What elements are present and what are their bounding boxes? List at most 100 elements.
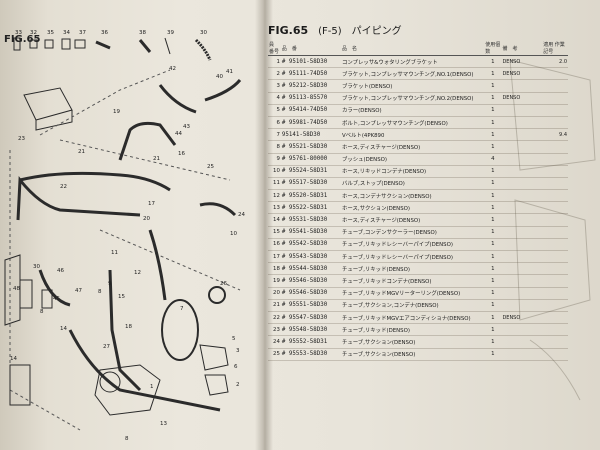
- callout-number: 45: [53, 296, 60, 302]
- row-remark: DENSO: [501, 92, 543, 105]
- row-qty: 1: [484, 238, 502, 252]
- row-part: # 95524-58D31: [280, 165, 341, 178]
- row-part: # 95542-58D30: [280, 238, 341, 252]
- pulley: [208, 286, 226, 304]
- row-rt: [542, 165, 568, 178]
- part-sketch: [95, 40, 111, 50]
- row-name: ホース,ディスチャージ(DENSO): [340, 213, 485, 227]
- row-remark: [501, 226, 543, 239]
- row-qty: 1: [484, 128, 502, 142]
- callout-number: 26: [220, 281, 227, 287]
- v-belt: [161, 299, 199, 361]
- compressor-clutch: [99, 371, 121, 393]
- callout-number: 3: [236, 348, 240, 354]
- callout-number: 41: [226, 69, 233, 75]
- part-sketch: [29, 39, 38, 49]
- row-rt: [542, 153, 568, 166]
- row-remark: [501, 116, 543, 130]
- row-remark: DENSO: [501, 67, 543, 81]
- row-name: チューブ,サクション(DENSO): [340, 348, 485, 361]
- callout-number: 24: [238, 212, 245, 218]
- row-part: # 95552-58D31: [280, 335, 341, 349]
- row-remark: [501, 201, 543, 215]
- row-rt: [542, 250, 568, 264]
- row-name: バルブ,ストップ(DENSO): [340, 177, 485, 191]
- row-no: 16: [268, 238, 281, 252]
- row-qty: 1: [484, 299, 502, 312]
- row-remark: [501, 165, 543, 178]
- row-rt: [542, 92, 568, 105]
- callout-number: 47: [75, 288, 82, 294]
- part-sketch: [13, 37, 21, 51]
- callout-number: 35: [47, 30, 54, 36]
- row-name: チューブ,リキッドMGVエアコンディショナ(DENSO): [340, 311, 485, 325]
- row-rt: [542, 226, 568, 239]
- row-qty: 1: [484, 274, 502, 288]
- row-no: 19: [268, 274, 281, 288]
- row-name: チューブ,リキッド(DENSO): [340, 323, 485, 337]
- part-sketch: [74, 39, 86, 49]
- row-rt: [542, 274, 568, 288]
- row-no: 8: [268, 140, 281, 154]
- callout-number: 8: [125, 436, 129, 442]
- leader-line: [59, 139, 231, 181]
- pipe: [16, 175, 141, 221]
- row-remark: [501, 238, 543, 252]
- col-part: 品 番: [280, 41, 341, 56]
- callout-number: 25: [207, 164, 214, 170]
- part-sketch: [61, 38, 71, 50]
- row-remark: DENSO: [501, 55, 543, 69]
- pipe: [204, 79, 242, 102]
- row-no: 24: [268, 335, 281, 349]
- callout-number: 42: [169, 66, 176, 72]
- row-rt: [542, 323, 568, 337]
- row-remark: [501, 274, 543, 288]
- row-part: # 95761-80000: [280, 153, 341, 166]
- callout-number: 37: [79, 30, 86, 36]
- row-no: 20: [268, 287, 281, 300]
- bracket: [204, 374, 229, 396]
- callout-number: 44: [175, 131, 182, 137]
- pipe: [108, 269, 142, 392]
- row-qty: 1: [484, 79, 502, 93]
- row-qty: 1: [484, 213, 502, 227]
- parts-list: FIG.65 (F-5) パイピング 員 番号 品 番 品 名 使用個数 備 考…: [268, 22, 578, 361]
- row-name: ブラケット(DENSO): [340, 79, 485, 93]
- row-part: # 95212-58D30: [280, 79, 341, 93]
- part-sketch: [23, 87, 73, 121]
- row-rt: [542, 348, 568, 361]
- row-rt: [542, 238, 568, 252]
- part-sketch: [41, 289, 53, 309]
- row-no: 5: [268, 104, 281, 117]
- row-no: 10: [268, 165, 281, 178]
- leader-line: [99, 229, 241, 291]
- row-remark: [501, 287, 543, 300]
- row-qty: 1: [484, 140, 502, 154]
- callout-number: 8: [40, 309, 44, 315]
- condenser-outline: [4, 254, 21, 326]
- row-qty: 1: [484, 116, 502, 130]
- callout-number: 27: [103, 344, 110, 350]
- row-no: 7: [268, 128, 281, 142]
- row-name: チューブ,サクション,コンデナ(DENSO): [340, 299, 485, 312]
- row-qty: 1: [484, 323, 502, 337]
- row-name: チューブ,リキッドMGVリーターリング(DENSO): [340, 287, 485, 300]
- row-remark: [501, 250, 543, 264]
- row-name: チューブ,リキッドレシーバーパイプ(DENSO): [340, 250, 485, 264]
- row-rt: [542, 189, 568, 203]
- callout-number: 19: [113, 109, 120, 115]
- row-name: ホース,コンデナサクション(DENSO): [340, 189, 485, 203]
- row-part: # 95521-58D30: [280, 140, 341, 154]
- callout-number: 11: [111, 250, 118, 256]
